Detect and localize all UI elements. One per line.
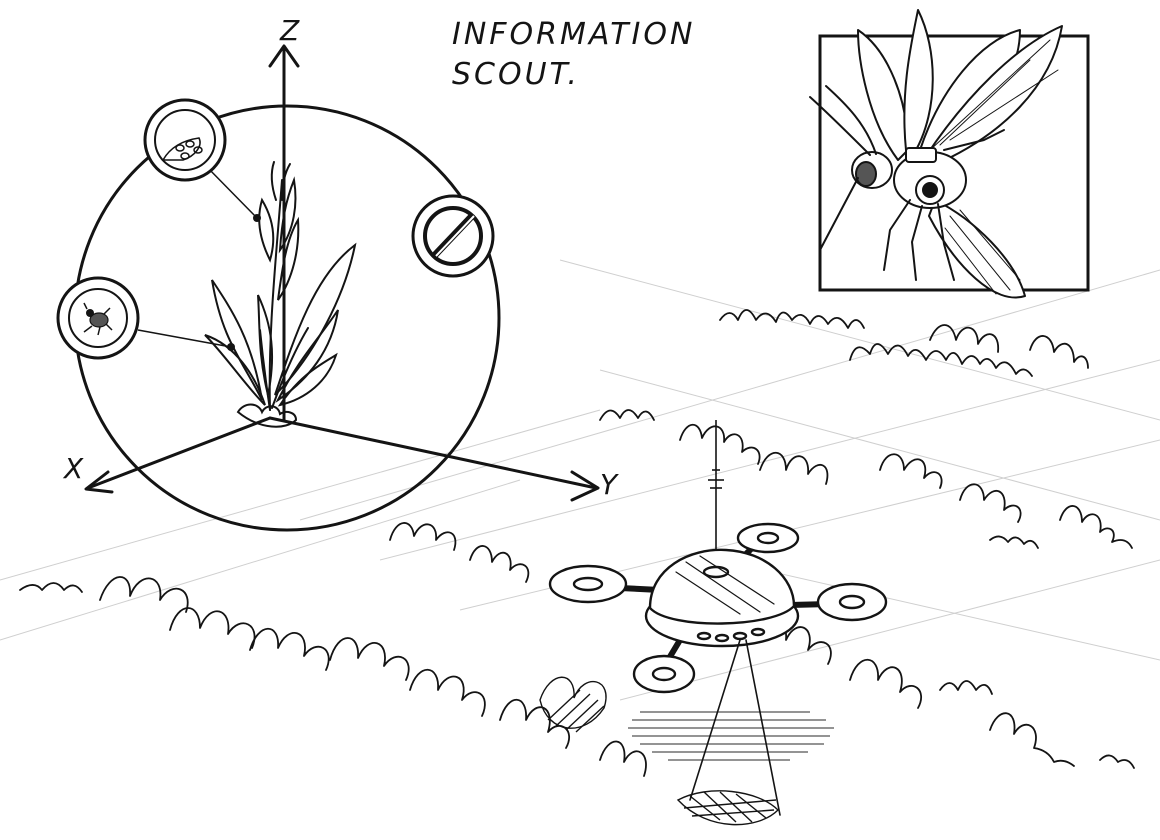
rotor bbox=[818, 584, 886, 620]
scan-grid bbox=[678, 791, 778, 825]
title-line-2: SCOUT. bbox=[452, 57, 580, 92]
mosquito-inset bbox=[810, 10, 1088, 298]
prohibited-icon bbox=[413, 196, 493, 276]
y-axis-label: Y bbox=[600, 468, 619, 501]
perspective-guides bbox=[0, 260, 1160, 700]
title: INFORMATION SCOUT. bbox=[452, 17, 695, 92]
z-axis-label: Z bbox=[279, 14, 300, 47]
drone-shadow bbox=[628, 712, 834, 760]
callout-lines bbox=[138, 165, 257, 347]
y-axis bbox=[270, 418, 596, 488]
plant bbox=[205, 162, 355, 427]
drone bbox=[550, 524, 886, 815]
rotor bbox=[550, 566, 626, 602]
rotor bbox=[738, 524, 798, 552]
x-axis-label: X bbox=[62, 452, 84, 485]
bug-icon bbox=[58, 278, 138, 358]
x-axis bbox=[88, 418, 270, 488]
title-line-1: INFORMATION bbox=[452, 17, 695, 52]
insect-eggs-icon bbox=[145, 100, 225, 180]
rotor bbox=[634, 656, 694, 692]
